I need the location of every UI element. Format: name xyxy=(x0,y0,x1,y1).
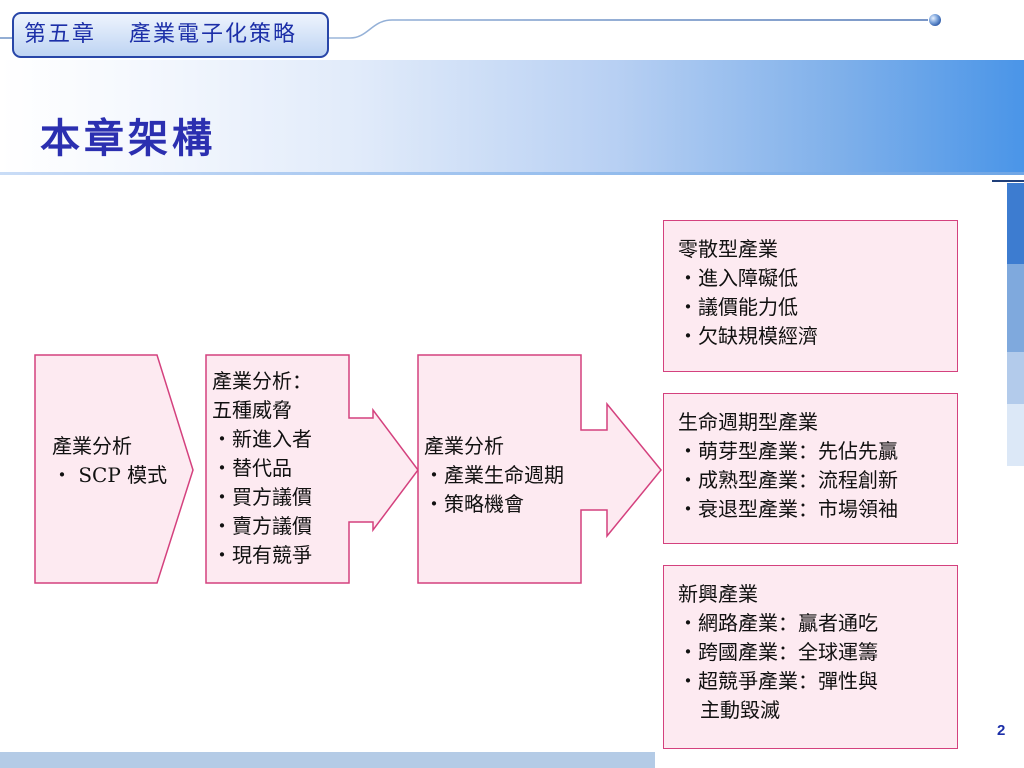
list-item: ・衰退型產業：市場領袖 xyxy=(678,497,898,521)
footer-bar xyxy=(0,752,655,768)
step1-heading: 產業分析 xyxy=(52,434,132,458)
box-lifecycle-industry: 生命週期型產業 ・萌芽型產業：先佔先贏 ・成熟型產業：流程創新 ・衰退型產業：市… xyxy=(663,393,958,544)
page-title: 本章架構 xyxy=(40,115,216,162)
list-item: ・進入障礙低 xyxy=(678,266,798,290)
list-item: ・跨國產業：全球運籌 xyxy=(678,640,878,664)
list-item: ・議價能力低 xyxy=(678,295,798,319)
step3-heading: 產業分析 xyxy=(424,434,504,458)
box-emerging-heading: 新興產業 xyxy=(678,582,758,606)
box-lifecycle-heading: 生命週期型產業 xyxy=(678,410,818,434)
list-item: ・替代品 xyxy=(212,456,292,480)
box-fragmented-items: ・進入障礙低 ・議價能力低 ・欠缺規模經濟 xyxy=(678,264,943,351)
step2-heading: 產業分析： xyxy=(212,369,312,393)
header-dot-icon xyxy=(929,14,941,26)
list-item: ・現有競爭 xyxy=(212,543,312,567)
list-item: ・萌芽型產業：先佔先贏 xyxy=(678,439,898,463)
list-item: ・策略機會 xyxy=(424,492,524,516)
title-band xyxy=(0,60,1024,175)
list-item: ・網路產業：贏者通吃 xyxy=(678,611,878,635)
step2-subheading: 五種威脅 xyxy=(212,398,292,422)
box-fragmented-heading: 零散型產業 xyxy=(678,237,778,261)
step3-content: 產業分析 ・產業生命週期 ・策略機會 xyxy=(424,432,564,519)
page-number: 2 xyxy=(997,722,1006,739)
step3-items: ・產業生命週期 ・策略機會 xyxy=(424,461,564,519)
list-item: ・產業生命週期 xyxy=(424,463,564,487)
box-lifecycle-items: ・萌芽型產業：先佔先贏 ・成熟型產業：流程創新 ・衰退型產業：市場領袖 xyxy=(678,437,943,524)
step2-items: ・新進入者 ・替代品 ・買方議價 ・賣方議價 ・現有競爭 xyxy=(212,425,312,570)
title-band-divider xyxy=(0,172,1024,175)
step3-arrow-shape xyxy=(417,354,662,584)
box-fragmented-industry: 零散型產業 ・進入障礙低 ・議價能力低 ・欠缺規模經濟 xyxy=(663,220,958,372)
side-divider xyxy=(992,180,1024,182)
list-item: ・成熟型產業：流程創新 xyxy=(678,468,898,492)
side-stripe xyxy=(1007,183,1024,264)
list-item: 主動毀滅 xyxy=(700,698,780,722)
box-emerging-items: ・網路產業：贏者通吃 ・跨國產業：全球運籌 ・超競爭產業：彈性與 主動毀滅 xyxy=(678,609,943,725)
step1-content: 產業分析 ・ SCP 模式 xyxy=(52,432,167,490)
side-stripe xyxy=(1007,352,1024,404)
header-decoration-line xyxy=(0,14,941,39)
box-emerging-industry: 新興產業 ・網路產業：贏者通吃 ・跨國產業：全球運籌 ・超競爭產業：彈性與 主動… xyxy=(663,565,958,749)
side-stripe xyxy=(1007,264,1024,352)
list-item: ・新進入者 xyxy=(212,427,312,451)
list-item: ・買方議價 xyxy=(212,485,312,509)
list-item: ・欠缺規模經濟 xyxy=(678,324,818,348)
list-item: ・ SCP 模式 xyxy=(52,463,168,487)
step2-content: 產業分析： 五種威脅 ・新進入者 ・替代品 ・買方議價 ・賣方議價 ・現有競爭 xyxy=(212,367,312,570)
step1-items: ・ SCP 模式 xyxy=(52,461,167,490)
step1-arrow-shape xyxy=(34,354,194,584)
step2-arrow-shape xyxy=(205,354,419,584)
list-item: ・超競爭產業：彈性與 xyxy=(678,669,878,693)
chapter-tab: 第五章 產業電子化策略 xyxy=(12,12,329,58)
list-item: ・賣方議價 xyxy=(212,514,312,538)
side-stripe xyxy=(1007,404,1024,466)
